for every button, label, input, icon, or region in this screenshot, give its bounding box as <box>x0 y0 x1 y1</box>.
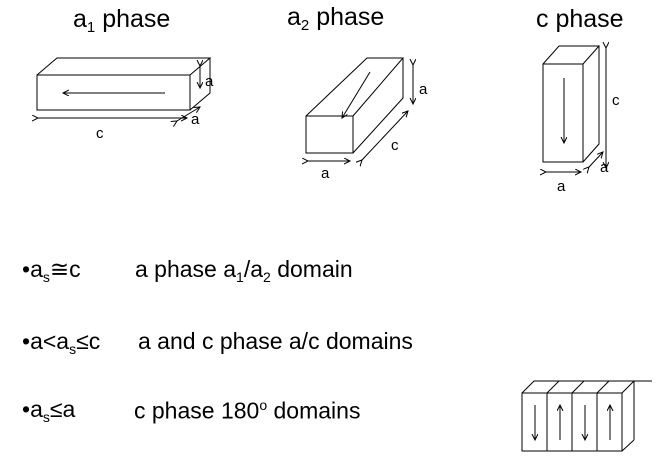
condition-row-2: •a<as≤c a and c phase a/c domains <box>22 328 413 357</box>
condition-row-1-result: a phase a1/a2 domain <box>135 256 353 285</box>
condition-row-1: •as≅c a phase a1/a2 domain <box>22 256 353 285</box>
a2-length-label: c <box>391 137 399 154</box>
a1-length-label: c <box>96 125 104 142</box>
a1-height-label: a <box>205 73 214 90</box>
a1-phase-box <box>37 57 212 121</box>
c-phase-box <box>543 46 606 172</box>
a1-depth-label: a <box>191 111 200 128</box>
a2-width-label: a <box>321 165 330 182</box>
a2-phase-heading: a2 phase <box>287 3 385 34</box>
domain-180-stack-icon <box>521 380 652 452</box>
condition-row-3: •as≤a c phase 180o domains <box>22 396 361 425</box>
a2-phase-box <box>306 57 413 161</box>
condition-row-3-result: c phase 180o domains <box>134 397 361 424</box>
c-phase-heading: c phase <box>536 5 624 33</box>
c-depth-dimension <box>589 152 603 167</box>
c-width-label: a <box>557 178 566 195</box>
a2-length-dimension <box>362 111 408 160</box>
condition-row-2-result: a and c phase a/c domains <box>138 328 413 354</box>
c-height-label: c <box>612 92 620 109</box>
a2-polarization-arrow <box>342 71 371 118</box>
a1-phase-heading: a1 phase <box>73 5 171 36</box>
a2-height-label: a <box>419 81 428 98</box>
c-depth-label: a <box>600 159 609 176</box>
a1-depth-dimension <box>177 107 200 121</box>
